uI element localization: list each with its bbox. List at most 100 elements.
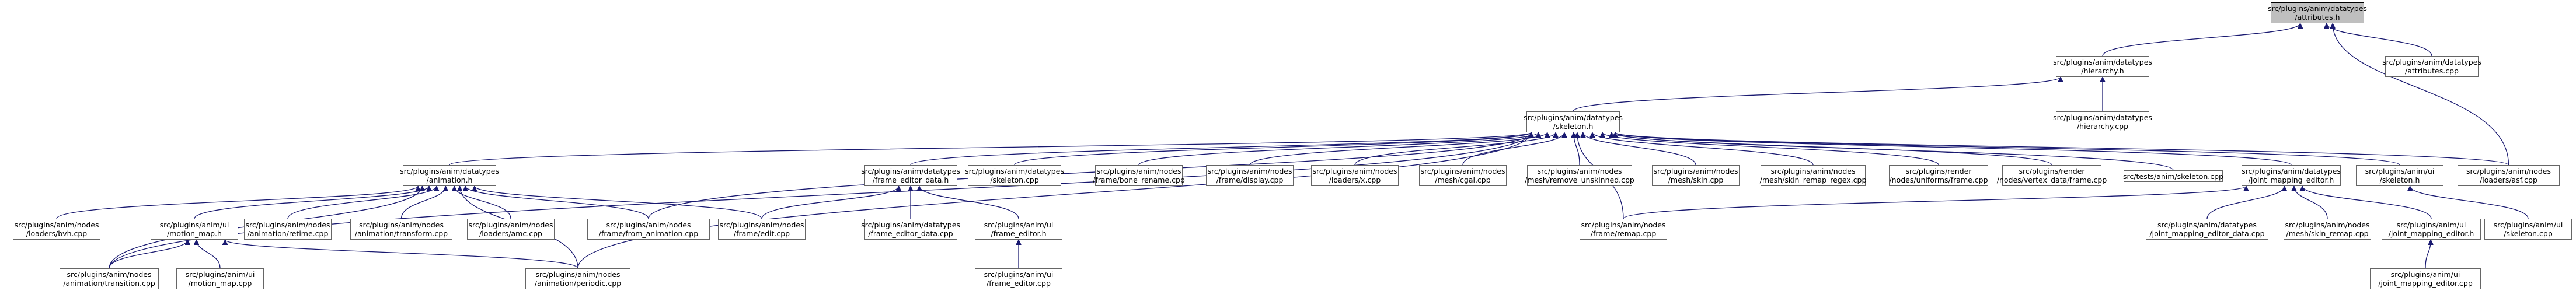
edge-skin-remap-to-joint-mapping-editor-h xyxy=(2294,185,2328,219)
node-label-line: /attributes.h xyxy=(2295,13,2340,22)
node-loaders-asf[interactable]: src/plugins/anim/nodes/loaders/asf.cpp xyxy=(2458,165,2560,186)
edge-frame-editor-data-h-to-skeleton-h xyxy=(910,132,1531,166)
node-hierarchy-cpp[interactable]: src/plugins/anim/datatypes/hierarchy.cpp xyxy=(2053,111,2152,132)
edge-loaders-asf-to-attributes-h xyxy=(2333,23,2509,166)
node-label-line: src/plugins/anim/datatypes xyxy=(861,220,960,229)
edge-motion-map-cpp-to-motion-map-h xyxy=(197,239,221,269)
node-frame-editor-data-cpp[interactable]: src/plugins/anim/datatypes/frame_editor_… xyxy=(861,219,960,240)
node-ui-skeleton-cpp[interactable]: src/plugins/anim/ui/skeleton.cpp xyxy=(2484,219,2572,240)
node-frame-editor-data-h[interactable]: src/plugins/anim/datatypes/frame_editor_… xyxy=(861,165,960,186)
node-label-line: /mesh/cgal.cpp xyxy=(1435,176,1491,184)
node-label-line: /frame_editor.cpp xyxy=(987,279,1051,288)
edge-ui-joint-mapping-editor-cpp-to-ui-joint-mapping-editor-h xyxy=(2425,240,2431,269)
node-joint-mapping-editor-h[interactable]: src/plugins/anim/datatypes/joint_mapping… xyxy=(2242,165,2341,186)
node-skin-remap[interactable]: src/plugins/anim/nodes/mesh/skin_remap.c… xyxy=(2284,219,2371,240)
node-label-line: /skeleton.cpp xyxy=(2504,229,2553,238)
node-mesh-skin[interactable]: src/plugins/anim/nodes/mesh/skin.cpp xyxy=(1652,165,1740,186)
node-label-line: /hierarchy.h xyxy=(2081,66,2124,75)
node-label-line: /skeleton.h xyxy=(2379,176,2420,184)
node-frame-editor-h[interactable]: src/plugins/anim/ui/frame_editor.h xyxy=(975,219,1062,240)
edge-joint-mapping-editor-h-to-skeleton-h xyxy=(1615,132,2292,166)
node-label-line: src/plugins/anim/nodes xyxy=(245,220,330,229)
node-label-line: src/plugins/anim/ui xyxy=(159,220,229,229)
node-label-line: src/plugins/anim/datatypes xyxy=(400,167,499,176)
node-label-line: src/plugins/anim/ui xyxy=(2365,167,2435,176)
edge-loaders-bvh-to-animation-h xyxy=(56,185,418,219)
node-tests-anim-skeleton[interactable]: src/tests/anim/skeleton.cpp xyxy=(2123,170,2223,182)
node-label-line: /joint_mapping_editor.cpp xyxy=(2378,279,2473,288)
node-frame-remap[interactable]: src/plugins/anim/nodes/frame/remap.cpp xyxy=(1580,219,1667,240)
edge-remove-unskinned-to-skeleton-h xyxy=(1574,132,1580,166)
node-animation-h[interactable]: src/plugins/anim/datatypes/animation.h xyxy=(400,165,499,186)
node-motion-map-cpp[interactable]: src/plugins/anim/ui/motion_map.cpp xyxy=(176,268,264,289)
node-remove-unskinned[interactable]: src/plugins/anim/nodes/mesh/remove_unski… xyxy=(1525,165,1634,186)
node-attributes-cpp[interactable]: src/plugins/anim/datatypes/attributes.cp… xyxy=(2382,56,2481,77)
node-ui-joint-mapping-editor-cpp[interactable]: src/plugins/anim/ui/joint_mapping_editor… xyxy=(2370,268,2481,289)
node-ui-joint-mapping-editor-h[interactable]: src/plugins/anim/ui/joint_mapping_editor… xyxy=(2382,219,2481,240)
node-frame-editor-cpp[interactable]: src/plugins/anim/ui/frame_editor.cpp xyxy=(975,268,1062,289)
node-label-line: src/plugins/anim/nodes xyxy=(1096,167,1181,176)
edge-ui-skeleton-cpp-to-ui-skeleton-h xyxy=(2410,185,2529,219)
node-uniforms-frame[interactable]: src/plugins/render/nodes/uniforms/frame.… xyxy=(1889,165,1988,186)
node-label-line: src/plugins/anim/ui xyxy=(2396,220,2466,229)
node-loaders-x[interactable]: src/plugins/anim/nodes/loaders/x.cpp xyxy=(1311,165,1399,186)
node-anim-transition[interactable]: src/plugins/anim/nodes/animation/transit… xyxy=(60,268,159,289)
edge-from-animation-to-animation-h xyxy=(465,185,649,219)
node-label-line: /mesh/skin_remap.cpp xyxy=(2286,229,2369,238)
node-label-line: /animation/transform.cpp xyxy=(354,229,448,238)
node-joint-mapping-editor-data-cpp[interactable]: src/plugins/anim/datatypes/joint_mapping… xyxy=(2146,219,2268,240)
node-frame-edit[interactable]: src/plugins/anim/nodes/frame/edit.cpp xyxy=(718,219,806,240)
node-label-line: src/plugins/anim/nodes xyxy=(1207,167,1292,176)
node-mesh-cgal[interactable]: src/plugins/anim/nodes/mesh/cgal.cpp xyxy=(1419,165,1507,186)
node-label-line: src/plugins/anim/datatypes xyxy=(1524,113,1623,122)
node-label-line: /nodes/vertex_data/frame.cpp xyxy=(1996,176,2107,184)
edge-ui-joint-mapping-editor-h-to-joint-mapping-editor-h xyxy=(2302,185,2432,219)
node-anim-retime[interactable]: src/plugins/anim/nodes/animation/retime.… xyxy=(244,219,332,240)
node-bone-rename[interactable]: src/plugins/anim/nodes/frame/bone_rename… xyxy=(1093,165,1185,186)
node-label-line: /animation/periodic.cpp xyxy=(534,279,622,288)
node-from-animation[interactable]: src/plugins/anim/nodes/frame/from_animat… xyxy=(587,219,710,240)
node-label-line: /frame_editor_data.cpp xyxy=(868,229,953,238)
node-label-line: src/plugins/anim/datatypes xyxy=(2382,58,2481,66)
edge-frame-remap-to-joint-mapping-editor-h xyxy=(1623,185,2246,219)
node-loaders-bvh[interactable]: src/plugins/anim/nodes/loaders/bvh.cpp xyxy=(13,219,100,240)
node-anim-periodic[interactable]: src/plugins/anim/nodes/animation/periodi… xyxy=(525,268,630,289)
node-label-line: /frame/edit.cpp xyxy=(733,229,790,238)
node-hierarchy-h[interactable]: src/plugins/anim/datatypes/hierarchy.h xyxy=(2053,56,2152,77)
node-skeleton-h[interactable]: src/plugins/anim/datatypes/skeleton.h xyxy=(1524,111,1623,132)
edge-joint-mapping-editor-data-cpp-to-joint-mapping-editor-h xyxy=(2206,185,2284,219)
node-label-line: src/plugins/anim/datatypes xyxy=(2268,4,2367,13)
edge-mesh-skin-to-skeleton-h xyxy=(1583,132,1696,166)
node-ui-skeleton-h[interactable]: src/plugins/anim/ui/skeleton.h xyxy=(2356,165,2443,186)
node-skin-remap-regex[interactable]: src/plugins/anim/nodes/mesh/skin_remap_r… xyxy=(1760,165,1866,186)
edge-loaders-x-to-skeleton-h xyxy=(1354,132,1556,166)
node-label-line: /skeleton.cpp xyxy=(990,176,1039,184)
node-label-line: /animation/retime.cpp xyxy=(247,229,329,238)
node-label-line: src/plugins/anim/ui xyxy=(2493,220,2563,229)
edge-tests-anim-skeleton-to-skeleton-h xyxy=(1615,132,2174,171)
node-label-line: src/plugins/anim/nodes xyxy=(2285,220,2370,229)
edge-frame-display-to-skeleton-h xyxy=(1249,132,1547,166)
node-label-line: src/plugins/anim/nodes xyxy=(1420,167,1505,176)
node-loaders-amc[interactable]: src/plugins/anim/nodes/loaders/amc.cpp xyxy=(467,219,555,240)
node-label-line: /frame/bone_rename.cpp xyxy=(1093,176,1185,184)
node-motion-map-h[interactable]: src/plugins/anim/ui/motion_map.h xyxy=(151,219,238,240)
node-label-line: /animation/transition.cpp xyxy=(63,279,155,288)
node-label-line: src/plugins/anim/datatypes xyxy=(2053,58,2152,66)
node-label-line: src/plugins/anim/ui xyxy=(2390,270,2460,279)
node-frame-display[interactable]: src/plugins/anim/nodes/frame/display.cpp xyxy=(1206,165,1294,186)
node-anim-transform[interactable]: src/plugins/anim/nodes/animation/transfo… xyxy=(350,219,452,240)
node-vertex-data-frame[interactable]: src/plugins/render/nodes/vertex_data/fra… xyxy=(1997,165,2107,186)
node-label-line: /frame/from_animation.cpp xyxy=(598,229,699,238)
node-label-line: src/plugins/anim/nodes xyxy=(468,220,553,229)
node-label-line: src/plugins/anim/ui xyxy=(984,220,1054,229)
node-skeleton-cpp[interactable]: src/plugins/anim/datatypes/skeleton.cpp xyxy=(965,165,1064,186)
node-label-line: src/plugins/anim/ui xyxy=(984,270,1054,279)
edge-frame-editor-h-to-frame-editor-data-h xyxy=(919,185,1019,219)
edge-vertex-data-frame-to-skeleton-h xyxy=(1612,132,2052,166)
edge-frame-edit-to-frame-editor-data-h xyxy=(761,185,899,219)
node-label-line: src/plugins/anim/nodes xyxy=(67,270,152,279)
edge-attributes-cpp-to-attributes-h xyxy=(2327,23,2432,57)
node-label-line: src/plugins/anim/datatypes xyxy=(2242,167,2341,176)
